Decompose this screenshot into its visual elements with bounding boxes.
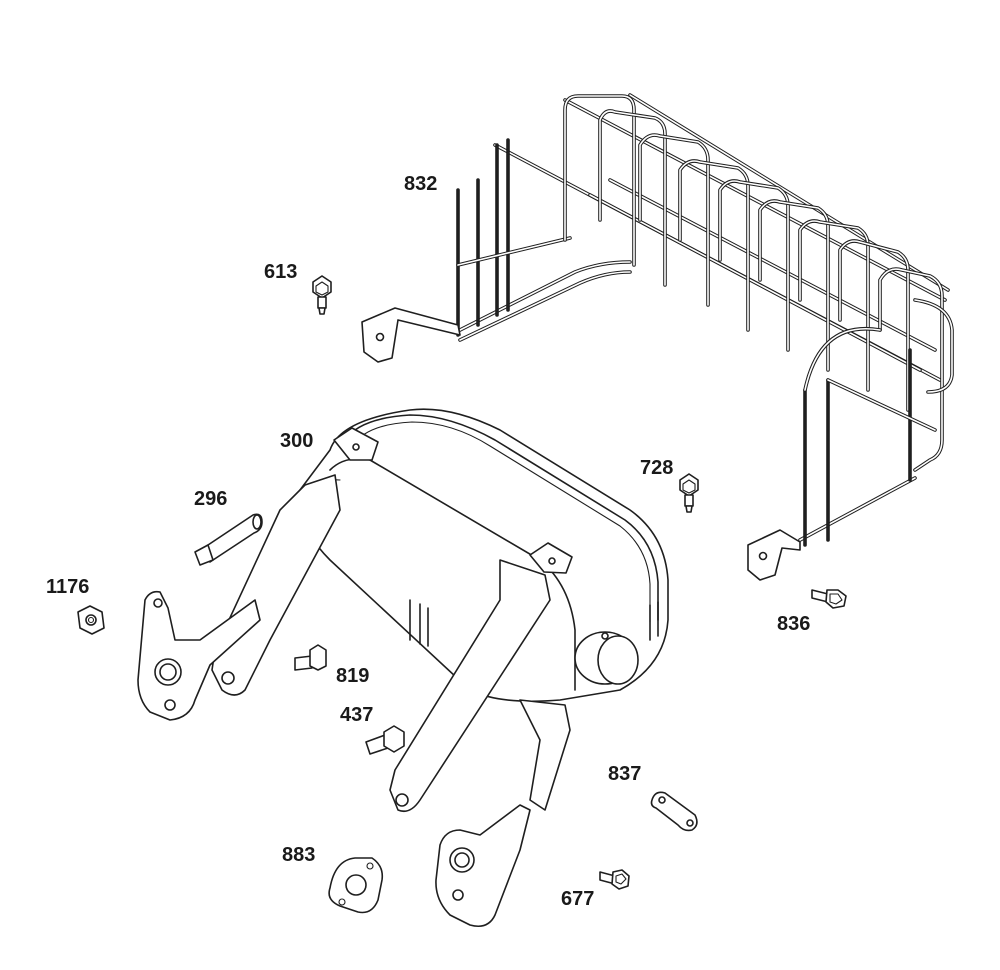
part-819-bolt bbox=[294, 644, 327, 671]
part-300-muffler bbox=[298, 408, 669, 703]
part-836-bolt bbox=[811, 589, 847, 609]
callout-819: 819 bbox=[336, 665, 370, 687]
callout-437: 437 bbox=[340, 704, 374, 726]
callout-832: 832 bbox=[404, 173, 438, 195]
callout-296: 296 bbox=[194, 488, 228, 510]
callout-677: 677 bbox=[561, 888, 595, 910]
part-613-screw bbox=[312, 275, 332, 315]
callout-300: 300 bbox=[280, 430, 314, 452]
callout-837: 837 bbox=[608, 763, 642, 785]
part-832-wire-guard bbox=[361, 93, 954, 581]
part-300-left-bracket bbox=[137, 474, 341, 721]
part-677-screw bbox=[599, 869, 630, 890]
callout-613: 613 bbox=[264, 261, 298, 283]
part-437-bolt bbox=[365, 725, 405, 755]
callout-883: 883 bbox=[282, 844, 316, 866]
part-296-stud bbox=[194, 513, 263, 566]
callout-728: 728 bbox=[640, 457, 674, 479]
part-1176-nut bbox=[77, 605, 105, 635]
callout-836: 836 bbox=[777, 613, 811, 635]
part-300-right-bracket bbox=[389, 559, 571, 928]
part-837-plate bbox=[650, 791, 698, 832]
part-883-gasket bbox=[328, 857, 384, 914]
callout-1176: 1176 bbox=[46, 576, 90, 598]
part-728-screw bbox=[679, 473, 699, 513]
